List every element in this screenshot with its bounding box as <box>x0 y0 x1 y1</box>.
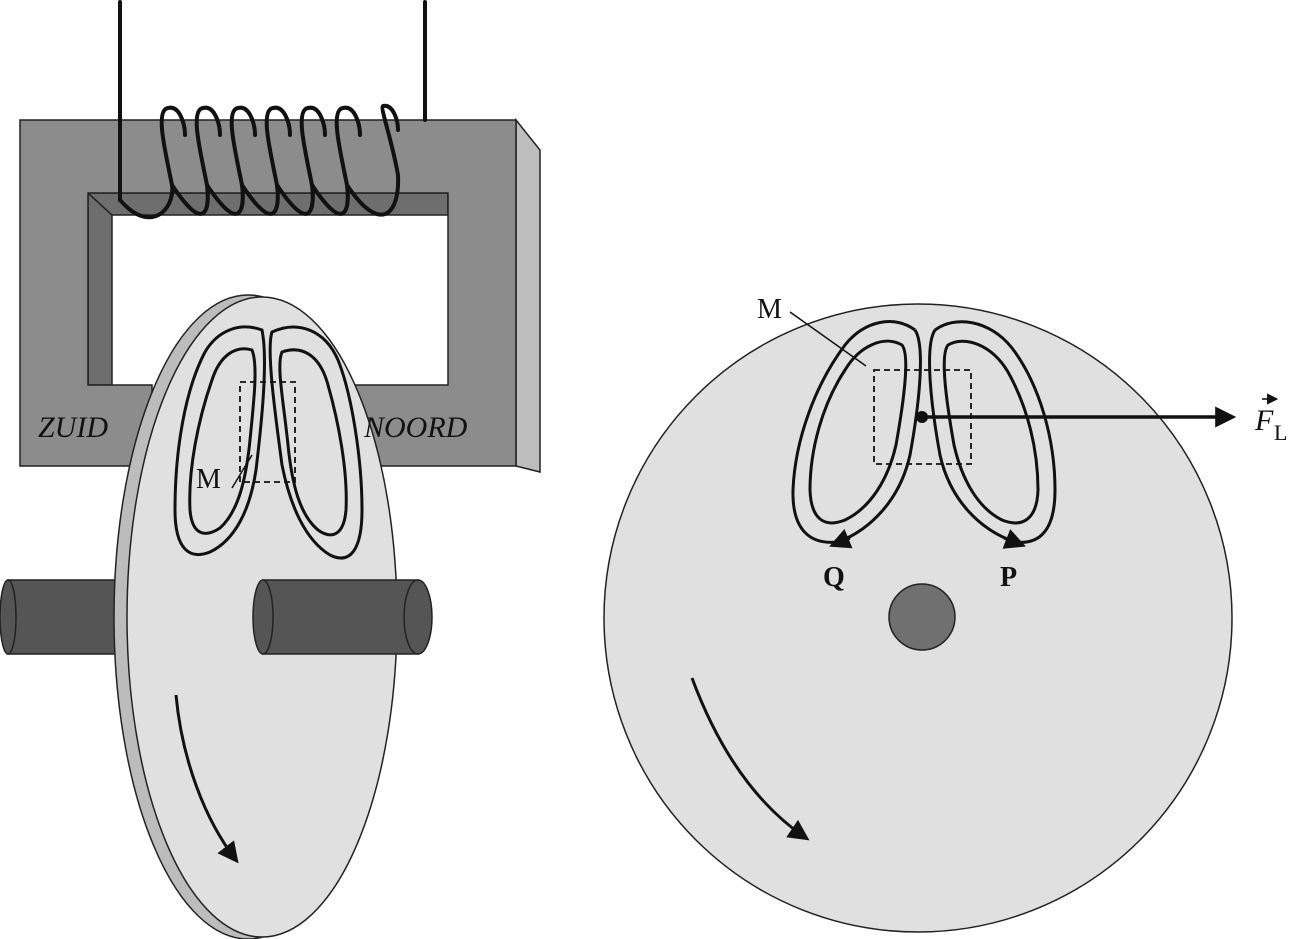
eddy-loop-p-inner <box>942 339 1040 525</box>
axle-right-body <box>262 579 419 655</box>
eddy-loop-q-outer-return <box>837 329 922 544</box>
coil <box>118 0 427 220</box>
current-arrow-q <box>829 528 853 549</box>
eddy-loop-p-outer-return <box>928 329 1016 544</box>
axle-left-body <box>7 579 134 655</box>
current-label-p: P <box>1000 562 1017 593</box>
force-label: F L <box>1254 393 1287 445</box>
rotation-arrow-front <box>690 677 810 841</box>
point-m-label-front: M <box>757 294 782 325</box>
axle-right-part <box>252 579 433 655</box>
pole-south-label: ZUID <box>38 411 108 444</box>
eddy-loop-q-inner <box>808 339 908 525</box>
rotation-arrow-tilted <box>174 694 239 864</box>
disc-hub <box>888 583 956 651</box>
force-subscript: L <box>1274 420 1287 445</box>
axle-right-left-end <box>252 579 274 655</box>
point-m-pointer-tilted <box>231 454 253 489</box>
coil-turns-front <box>159 103 400 187</box>
right-figure: Q P M F L <box>603 294 1287 933</box>
magnet-right-side <box>515 117 541 473</box>
current-arrow-p <box>1002 529 1026 549</box>
eddy-loops-tilted <box>173 325 364 560</box>
eddy-loop-right-inner <box>278 348 348 537</box>
eddy-loop-p-outer <box>934 320 1057 544</box>
eddy-loops-front <box>791 320 1057 544</box>
current-label-q: Q <box>823 562 845 593</box>
force-symbol: F <box>1254 404 1274 437</box>
eddy-loop-left-inner <box>188 347 257 535</box>
axle-left-part <box>0 579 134 655</box>
axle-right-end <box>403 579 433 655</box>
pole-north-label: NOORD <box>363 411 468 444</box>
magnet-inner-left-side <box>87 191 113 386</box>
magnet-core <box>19 117 541 473</box>
axle-left-end <box>0 579 17 655</box>
eddy-loop-q-outer <box>791 320 916 544</box>
left-figure: ZUID NOORD M <box>0 0 541 939</box>
point-m-pointer-front <box>789 311 867 367</box>
point-m-label-tilted: M <box>196 464 221 495</box>
coil-turns-back <box>118 173 401 220</box>
eddy-loop-right-outer <box>268 325 364 560</box>
region-m-tilted <box>239 381 296 483</box>
eddy-loop-left-outer <box>173 325 266 557</box>
